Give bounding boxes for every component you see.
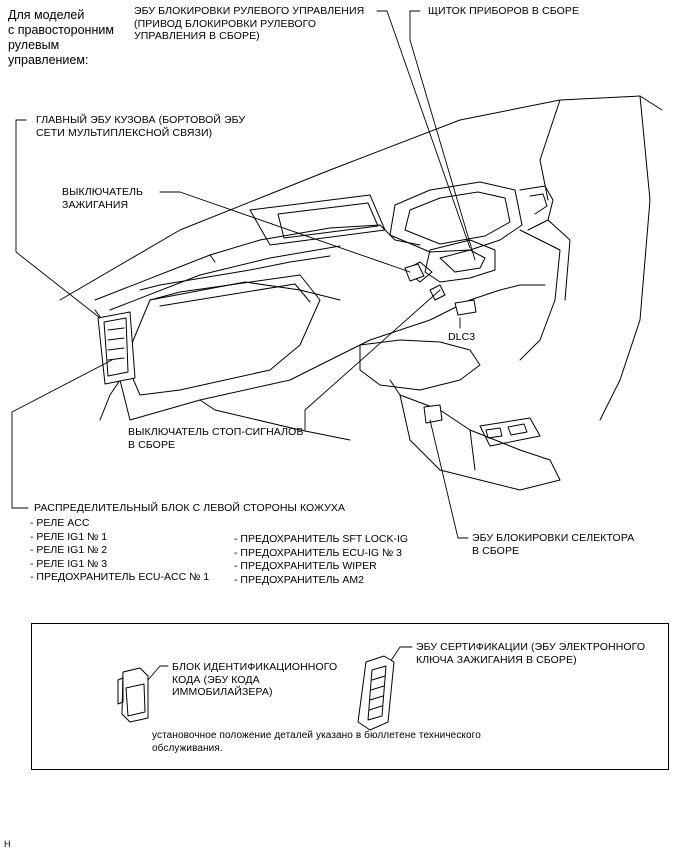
inset-box <box>31 623 669 770</box>
corner-mark: H <box>4 839 11 849</box>
dlc3-connector <box>454 299 477 316</box>
list-item: - РЕЛЕ IG1 № 2 <box>30 544 108 556</box>
list-item: - РЕЛЕ IG1 № 1 <box>30 530 108 543</box>
list-item: - ПРЕДОХРАНИТЕЛЬ AM2 <box>234 573 364 586</box>
label-junction-block: РАСПРЕДЕЛИТЕЛЬНЫЙ БЛОК С ЛЕВОЙ СТОРОНЫ К… <box>34 502 346 514</box>
label-stop-lamp-switch: ВЫКЛЮЧАТЕЛЬ СТОП-СИГНАЛОВ В СБОРЕ <box>128 426 304 451</box>
list-item: - РЕЛЕ IG1 № 3 <box>30 557 108 570</box>
windshield-outline <box>59 95 641 301</box>
lower-dashboard <box>94 309 431 421</box>
ignition-switch-part <box>404 263 425 282</box>
label-instrument-cluster: ЩИТОК ПРИБОРОВ В СБОРЕ <box>428 5 580 17</box>
junction-block-list-left: - РЕЛЕ ACC - РЕЛЕ IG1 № 1 - РЕЛЕ IG1 № 2… <box>30 517 209 585</box>
transponder-part <box>117 667 149 723</box>
center-console <box>359 339 481 391</box>
junction-block-part <box>97 311 136 385</box>
steering-column <box>424 239 496 283</box>
list-item: - ПРЕДОХРАНИТЕЛЬ SFT LOCK-IG <box>234 533 409 545</box>
list-item: - ПРЕДОХРАНИТЕЛЬ ECU-ACC № 1 <box>30 571 210 583</box>
list-item: - ПРЕДОХРАНИТЕЛЬ WIPER <box>234 560 377 572</box>
certification-ecu-part <box>357 655 395 731</box>
shift-lock-ecu-part <box>423 404 443 424</box>
label-main-body-ecu: ГЛАВНЫЙ ЭБУ КУЗОВА (БОРТОВОЙ ЭБУ СЕТИ МУ… <box>36 114 246 139</box>
service-note: установочное положение деталей указано в… <box>152 730 481 754</box>
instrument-cluster-body <box>389 181 523 253</box>
label-transponder: БЛОК ИДЕНТИФИКАЦИОННОГО КОДА (ЭБУ КОДА И… <box>172 661 338 698</box>
list-item: - ПРЕДОХРАНИТЕЛЬ ECU-IG № 3 <box>234 546 403 559</box>
label-ignition-switch: ВЫКЛЮЧАТЕЛЬ ЗАЖИГАНИЯ <box>62 186 144 211</box>
label-dlc3: DLC3 <box>448 331 476 343</box>
center-display-hood <box>249 194 386 246</box>
label-steering-lock-ecu: ЭБУ БЛОКИРОВКИ РУЛЕВОГО УПРАВЛЕНИЯ (ПРИВ… <box>134 5 365 42</box>
label-shift-lock-ecu: ЭБУ БЛОКИРОВКИ СЕЛЕКТОРА В СБОРЕ <box>472 532 635 557</box>
label-certification-ecu: ЭБУ СЕРТИФИКАЦИИ (ЭБУ ЭЛЕКТРОННОГО КЛЮЧА… <box>416 641 646 666</box>
leader-lines <box>11 10 476 681</box>
header-steering-note: Для моделей с правосторонним рулевым упр… <box>8 8 114 67</box>
list-item: - РЕЛЕ ACC <box>30 517 90 529</box>
junction-block-list-right: - ПРЕДОХРАНИТЕЛЬ SFT LOCK-IG - ПРЕДОХРАН… <box>234 533 408 587</box>
